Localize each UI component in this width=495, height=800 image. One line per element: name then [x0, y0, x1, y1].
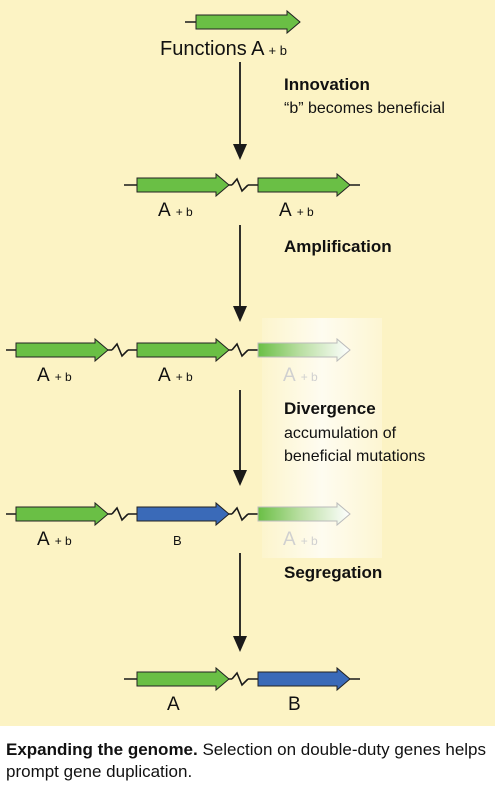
figure-panel — [0, 0, 495, 726]
gene-label-final-b: B — [288, 694, 301, 715]
figure-caption: Expanding the genome. Selection on doubl… — [6, 739, 492, 783]
gene-label-fading: A+ b — [283, 365, 318, 386]
gene-a-copy1-row4 — [15, 501, 109, 527]
step-title-amplification: Amplification — [284, 237, 392, 256]
gene-b-final — [257, 666, 351, 692]
gene-label-fading: A+ b — [283, 529, 318, 550]
step-desc-divergence-2: beneficial mutations — [284, 448, 425, 465]
gene-a-copy1-row2 — [136, 172, 230, 198]
gene-label-b-small: B — [173, 533, 182, 548]
gene-a-copy1-row3 — [15, 337, 109, 363]
gene-a-original — [195, 9, 301, 35]
gene-label: A+ b — [158, 365, 193, 386]
step-title-segregation: Segregation — [284, 563, 382, 582]
gene-a-copy2-row3 — [136, 337, 230, 363]
step-title-innovation: Innovation — [284, 75, 370, 94]
top-label: Functions A+ b — [160, 38, 287, 60]
gene-label-final-a: A — [167, 694, 180, 715]
step-desc-divergence-1: accumulation of — [284, 425, 397, 442]
gene-b-row4 — [136, 501, 230, 527]
gene-duplication-diagram: Functions A+ b A+ b A+ b A+ b A+ b A+ b … — [6, 9, 445, 715]
step-arrows — [233, 62, 247, 652]
caption-title: Expanding the genome. — [6, 740, 198, 759]
gene-a-final — [136, 666, 230, 692]
gene-a-copy2-row2 — [257, 172, 351, 198]
gene-label: A+ b — [37, 529, 72, 550]
gene-label: A+ b — [37, 365, 72, 386]
gene-a-copy3-row3-fading — [257, 337, 351, 363]
gene-a-copy3-row4-fading — [257, 501, 351, 527]
gene-label: A+ b — [279, 200, 314, 221]
genes — [15, 9, 351, 692]
gene-label: A+ b — [158, 200, 193, 221]
step-title-divergence: Divergence — [284, 399, 376, 418]
step-desc-innovation: “b” becomes beneficial — [284, 100, 445, 117]
caption-text: Selection on double-duty genes helps pro… — [6, 740, 487, 781]
